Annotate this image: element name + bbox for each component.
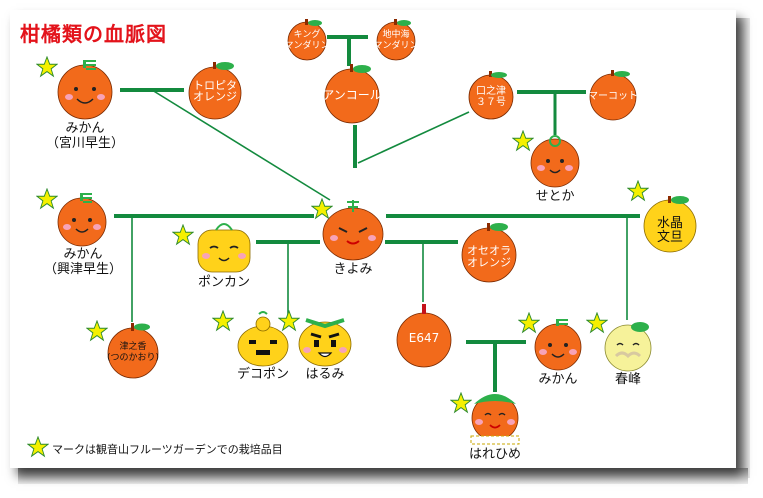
mikan-kotsu-label: みかん（興津早生）: [43, 247, 122, 277]
setoka-fruit: [530, 135, 580, 188]
star-icon: [311, 198, 333, 220]
legend-star-icon: [27, 436, 49, 458]
star-icon: [512, 130, 534, 152]
star-icon: [36, 56, 58, 78]
star-icon: [627, 180, 649, 202]
mediterranean-mandarin-fruit: [376, 19, 416, 61]
star-icon: [518, 312, 540, 334]
ancore-fruit: [324, 64, 380, 124]
tsunokaori-label: 津之香(つのかおり): [106, 342, 160, 363]
king-mandarin-fruit: [287, 19, 327, 61]
tsunokaori-fruit: [107, 323, 159, 379]
suisho-buntan-fruit: [643, 196, 697, 253]
star-icon: [86, 320, 108, 342]
e647-fruit: [396, 304, 452, 368]
dekopon-label: デコポン: [236, 367, 289, 382]
mikan-small-fruit: [534, 319, 582, 371]
ponkan-label: ポンカン: [197, 275, 250, 290]
harumine-label: 春峰: [614, 372, 641, 387]
e647-label: E647: [408, 331, 440, 345]
card-shadow-bottom: [18, 468, 748, 484]
harehime-label: はれひめ: [468, 447, 521, 462]
mikan-miyagawa-label: みかん（宮川早生）: [45, 121, 124, 151]
tropita-orange-fruit: [188, 62, 242, 120]
king-mandarin-label: キングマンダリン: [284, 30, 330, 51]
mikan-small-label: みかん: [538, 372, 578, 387]
star-icon: [450, 392, 472, 414]
star-icon: [36, 188, 58, 210]
kuchinotsu-37-fruit: [468, 71, 514, 120]
setoka-label: せとか: [535, 189, 575, 204]
mediterranean-mandarin-label: 地中海マンダリン: [373, 30, 419, 51]
murcott-fruit: [589, 70, 637, 121]
ponkan-fruit: [197, 223, 251, 273]
star-icon: [172, 224, 194, 246]
oseora-orange-fruit: [461, 223, 517, 283]
star-icon: [278, 310, 300, 332]
kiyomi-fruit: [322, 200, 384, 261]
star-icon: [212, 310, 234, 332]
murcott-label: マーコット: [588, 91, 638, 102]
oseora-orange-label: オセオラオレンジ: [467, 244, 511, 269]
suisho-buntan-label: 水晶文旦: [656, 216, 683, 245]
kiyomi-label: きよみ: [333, 262, 373, 277]
ancore-label: アンコール: [322, 88, 382, 102]
star-icon: [586, 312, 608, 334]
card-shadow-right: [736, 18, 750, 478]
harumi-label: はるみ: [305, 367, 345, 382]
harumi-fruit: [298, 318, 352, 367]
harehime-fruit: [470, 394, 520, 445]
harumine-fruit: [604, 322, 652, 372]
page-title: 柑橘類の血脈図: [20, 22, 167, 46]
line-diag-miyagawa: [151, 89, 331, 201]
mikan-kotsu-fruit: [57, 193, 107, 247]
legend-text: マークは観音山フルーツガーデンでの栽培品目: [52, 443, 283, 456]
mikan-miyagawa-fruit: [57, 60, 113, 120]
line-diag-ancore: [357, 111, 470, 164]
tropita-orange-label: トロピタオレンジ: [193, 79, 237, 103]
dekopon-fruit: [237, 311, 289, 367]
